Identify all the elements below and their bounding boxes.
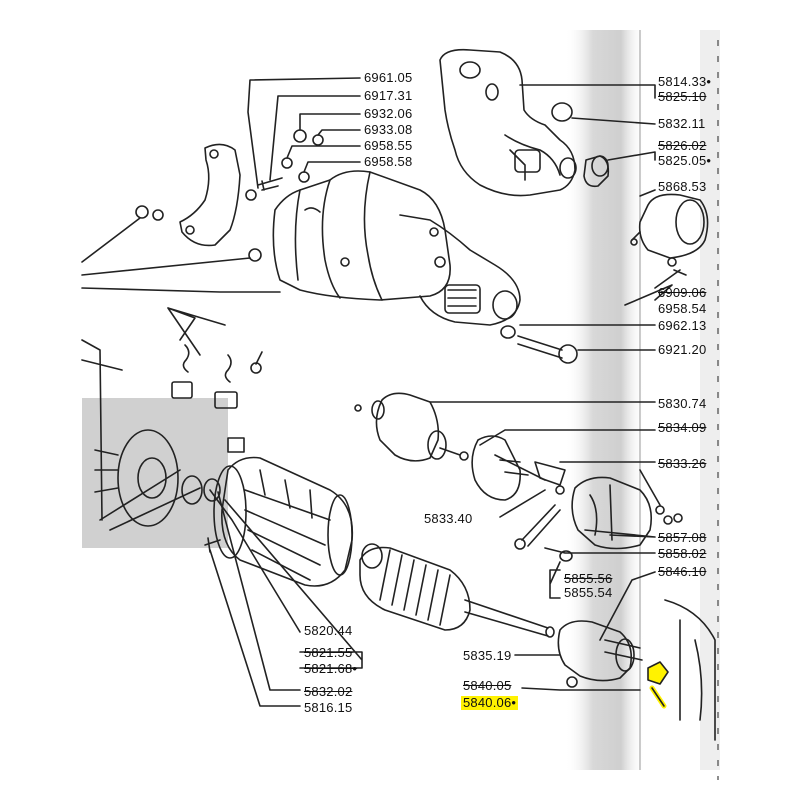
label-5832-02: 5832.02 [304, 684, 353, 699]
leader-5820 [209, 489, 301, 633]
brush-holder-shade [82, 398, 228, 548]
label-5821-68: 5821.68• [304, 661, 358, 676]
brush-lead [255, 351, 263, 365]
washer-6958-58 [298, 171, 310, 183]
leader-5858 [544, 547, 656, 554]
leader-5840 [521, 687, 641, 691]
label-5833-40: 5833.40 [424, 511, 473, 526]
bolt-6921-20 [517, 335, 578, 364]
leader-5821 [224, 499, 363, 669]
label-6958-54: 6958.54 [658, 301, 707, 316]
leader-6932 [299, 113, 361, 131]
bolt-6917 [257, 177, 283, 191]
solenoid-5830-74 [354, 392, 469, 462]
label-5825-10: 5825.10 [658, 89, 707, 104]
washer-6932 [293, 129, 307, 143]
right-housing-edge [664, 599, 716, 741]
washer-lower [248, 248, 262, 262]
washer-bracket [245, 189, 257, 201]
label-6921-20: 6921.20 [658, 342, 707, 357]
label-5826-02: 5826.02 [658, 138, 707, 153]
label-6909-06: 6909.06 [658, 285, 707, 300]
screw-6909 [673, 269, 687, 276]
brush-end-plate [81, 339, 221, 531]
label-5814-33: 5814.33• [658, 74, 712, 89]
leader-5832-02 [217, 491, 301, 691]
bolt-5833-40 [514, 485, 565, 550]
label-5855-56: 5855.56 [564, 571, 613, 586]
pinion-stop-highlight [647, 661, 669, 709]
scan-shade-band-right [700, 30, 720, 770]
leader-6917 [269, 95, 361, 181]
leader-5816 [209, 549, 301, 707]
label-6917-31: 6917.31 [364, 88, 413, 103]
label-5820-44: 5820.44 [304, 623, 353, 638]
solenoid-5868-53 [630, 193, 709, 259]
leader-5868 [639, 189, 656, 197]
label-5835-19: 5835.19 [463, 648, 512, 663]
armature-5820-44 [359, 543, 555, 638]
bushing-5832-11 [551, 102, 573, 122]
label-6962-13: 6962.13 [658, 318, 707, 333]
leader-5826 [607, 151, 656, 161]
leader-6958-55 [286, 145, 361, 159]
label-6958-58: 6958.58 [364, 154, 413, 169]
label-5825-05: 5825.05• [658, 153, 712, 168]
leader-5833-40 [499, 489, 546, 518]
label-5858-02: 5858.02 [658, 546, 707, 561]
brush-1 [171, 381, 193, 399]
label-5840-05: 5840.05 [463, 678, 512, 693]
label-5855-54: 5855.54 [564, 585, 613, 600]
field-coil-housing [213, 437, 354, 587]
starter-drive-housing-top [439, 48, 577, 197]
label-5840-06-highlighted: 5840.06• [461, 695, 519, 710]
spring-1 [182, 344, 190, 373]
spring-2 [224, 354, 232, 383]
leader-5834 [479, 429, 656, 446]
label-5833-26: 5833.26 [658, 456, 707, 471]
label-6958-55: 6958.55 [364, 138, 413, 153]
leader-5832-11 [571, 117, 656, 125]
label-5834-09: 5834.09 [658, 420, 707, 435]
leader-bracket-left [81, 217, 251, 276]
nut-6909 [667, 257, 677, 267]
washer-5858 [559, 550, 573, 562]
mounting-bracket [179, 143, 241, 247]
washer-left-1 [152, 209, 164, 221]
brush-leader-fan [167, 307, 226, 356]
leader-5833-26 [559, 461, 661, 506]
label-5821-55: 5821.55 [304, 645, 353, 660]
label-6961-05: 6961.05 [364, 70, 413, 85]
label-6933-08: 6933.08 [364, 122, 413, 137]
leader-5814 [519, 84, 656, 99]
leader-6961 [247, 77, 361, 189]
sleeve-5826 [583, 155, 610, 188]
leader-5857 [584, 529, 656, 538]
leader-5846 [599, 571, 656, 641]
nut-left-1 [135, 205, 149, 219]
shift-lever-5834-09 [471, 435, 566, 501]
leader-6909 [624, 269, 681, 306]
label-5868-53: 5868.53 [658, 179, 707, 194]
label-5816-15: 5816.15 [304, 700, 353, 715]
label-5830-74: 5830.74 [658, 396, 707, 411]
washer-6958-55 [281, 157, 293, 169]
label-5832-11: 5832.11 [658, 116, 706, 131]
brush-2 [214, 391, 238, 409]
label-6932-06: 6932.06 [364, 106, 413, 121]
drive-pinion-5840 [557, 620, 643, 688]
leader-6933 [317, 129, 361, 136]
washer-6962 [500, 325, 516, 339]
label-5857-08: 5857.08 [658, 530, 707, 545]
leader-6958-58 [303, 161, 361, 173]
leader-main-body [81, 287, 281, 293]
label-5846-10: 5846.10 [658, 564, 707, 579]
bracket-5855 [549, 561, 561, 599]
starter-motor-main [272, 170, 521, 326]
washer-6933 [312, 134, 324, 146]
